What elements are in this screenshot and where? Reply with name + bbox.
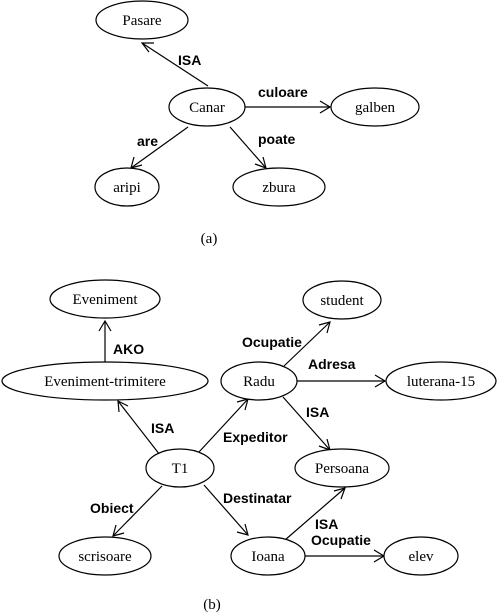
node-label-luterana: luterana-15 (407, 374, 475, 390)
node-label-eveniment-trimitere: Eveniment-trimitere (44, 374, 166, 390)
edge-label-obiect: Obiect (90, 500, 134, 516)
edge-canar-isa-pasare (140, 42, 209, 87)
node-eveniment-trimitere: Eveniment-trimitere (1, 361, 209, 401)
node-luterana: luterana-15 (385, 361, 497, 401)
edge-label-adresa: Adresa (308, 356, 356, 372)
edge-t1-isa-evtrimitere (117, 399, 161, 456)
node-label-ioana: Ioana (251, 549, 285, 565)
edge-ioana-ocupatie-elev (305, 549, 386, 563)
edge-radu-ocupatie-student (283, 321, 331, 367)
node-label-persoana: Persoana (315, 461, 369, 477)
node-label-scrisoare: scrisoare (78, 549, 132, 565)
caption-b: (b) (203, 597, 221, 613)
node-persoana: Persoana (294, 448, 390, 488)
edge-t1-obiect-scrisoare (112, 485, 163, 537)
edge-t1-destinatar-ioana (203, 484, 249, 536)
edge-label-ako: AKO (113, 341, 144, 357)
edge-canar-culoare-galben (245, 100, 332, 114)
edge-ioana-isa-persoana (284, 487, 346, 541)
edge-label-isa: ISA (178, 52, 201, 68)
node-radu: Radu (220, 361, 298, 401)
edge-label-ocupatie-ioana: Ocupatie (311, 532, 371, 548)
edge-label-isa-t1: ISA (151, 420, 174, 436)
diagram-b: AKO Ocupatie Adresa ISA ISA Expeditor Ob… (1, 279, 497, 613)
node-label-aripi: aripi (113, 180, 141, 196)
node-elev: elev (383, 536, 459, 576)
node-t1: T1 (145, 448, 215, 488)
node-canar: Canar (168, 87, 246, 127)
edge-label-culoare: culoare (258, 84, 308, 100)
edge-label-ocupatie-radu: Ocupatie (242, 334, 302, 350)
node-label-elev: elev (409, 549, 434, 565)
node-eveniment: Eveniment (49, 279, 161, 319)
diagram-a: ISA culoare are poate Pasare Canar galbe… (94, 0, 420, 247)
node-ioana: Ioana (230, 536, 306, 576)
node-pasare: Pasare (95, 0, 189, 40)
node-zbura: zbura (232, 167, 326, 207)
edge-canar-poate-zbura (229, 126, 267, 169)
caption-a: (a) (201, 231, 218, 247)
edge-evtrimitere-ako-eveniment (98, 319, 112, 362)
node-galben: galben (330, 87, 420, 127)
edge-label-are: are (137, 133, 158, 149)
node-label-eveniment: Eveniment (73, 292, 139, 308)
node-label-pasare: Pasare (122, 13, 161, 29)
node-student: student (302, 280, 382, 320)
node-label-galben: galben (355, 100, 395, 116)
node-label-zbura: zbura (262, 180, 296, 196)
node-label-radu: Radu (243, 374, 275, 390)
edge-label-isa-ioana: ISA (315, 516, 338, 532)
node-scrisoare: scrisoare (58, 536, 152, 576)
edge-radu-adresa-luterana (297, 374, 387, 388)
edge-label-poate: poate (258, 131, 296, 147)
edge-label-expeditor: Expeditor (223, 429, 288, 445)
node-label-student: student (320, 293, 364, 309)
node-aripi: aripi (94, 167, 160, 207)
edge-label-destinatar: Destinatar (223, 490, 292, 506)
node-label-t1: T1 (172, 461, 189, 477)
node-label-canar: Canar (189, 100, 225, 116)
edge-label-isa-radu: ISA (306, 404, 329, 420)
